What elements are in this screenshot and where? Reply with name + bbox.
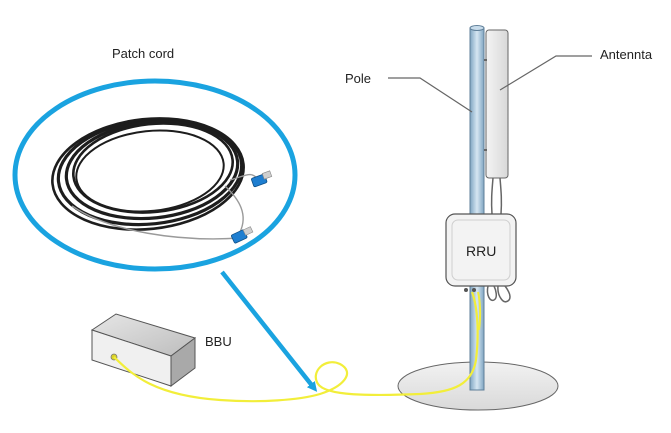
lc-connector-top [251, 170, 273, 188]
bbu-side [170, 337, 196, 387]
antenna-cable [490, 177, 494, 215]
rru-port [472, 288, 476, 292]
patch-cord-fiber [224, 185, 244, 233]
rru-cable [486, 285, 498, 302]
callout-arrow [220, 270, 318, 392]
patch-cord-fiber [71, 205, 241, 240]
patch-cord-label: Patch cord [112, 46, 175, 61]
antenna-cable [499, 177, 503, 215]
rru-box [445, 213, 517, 287]
pole-label: Pole [345, 71, 372, 86]
bbu-label: BBU [205, 334, 232, 349]
rru-port [464, 288, 468, 292]
antenna-panel [485, 29, 509, 179]
rru-fins [451, 219, 511, 281]
fiber-cable-2 [477, 291, 482, 331]
rru-label: RRU [466, 243, 497, 259]
rru-cable [497, 285, 511, 303]
fiber-cable [113, 291, 479, 403]
antenna-label: Antennta [600, 47, 653, 62]
antenna-leader-line [499, 55, 592, 91]
pole-leader-line [388, 77, 473, 113]
patch-cord-coil [51, 117, 245, 231]
lc-connector-bottom [231, 226, 254, 244]
patch-cord-callout [12, 78, 298, 272]
pole-top [469, 25, 485, 31]
